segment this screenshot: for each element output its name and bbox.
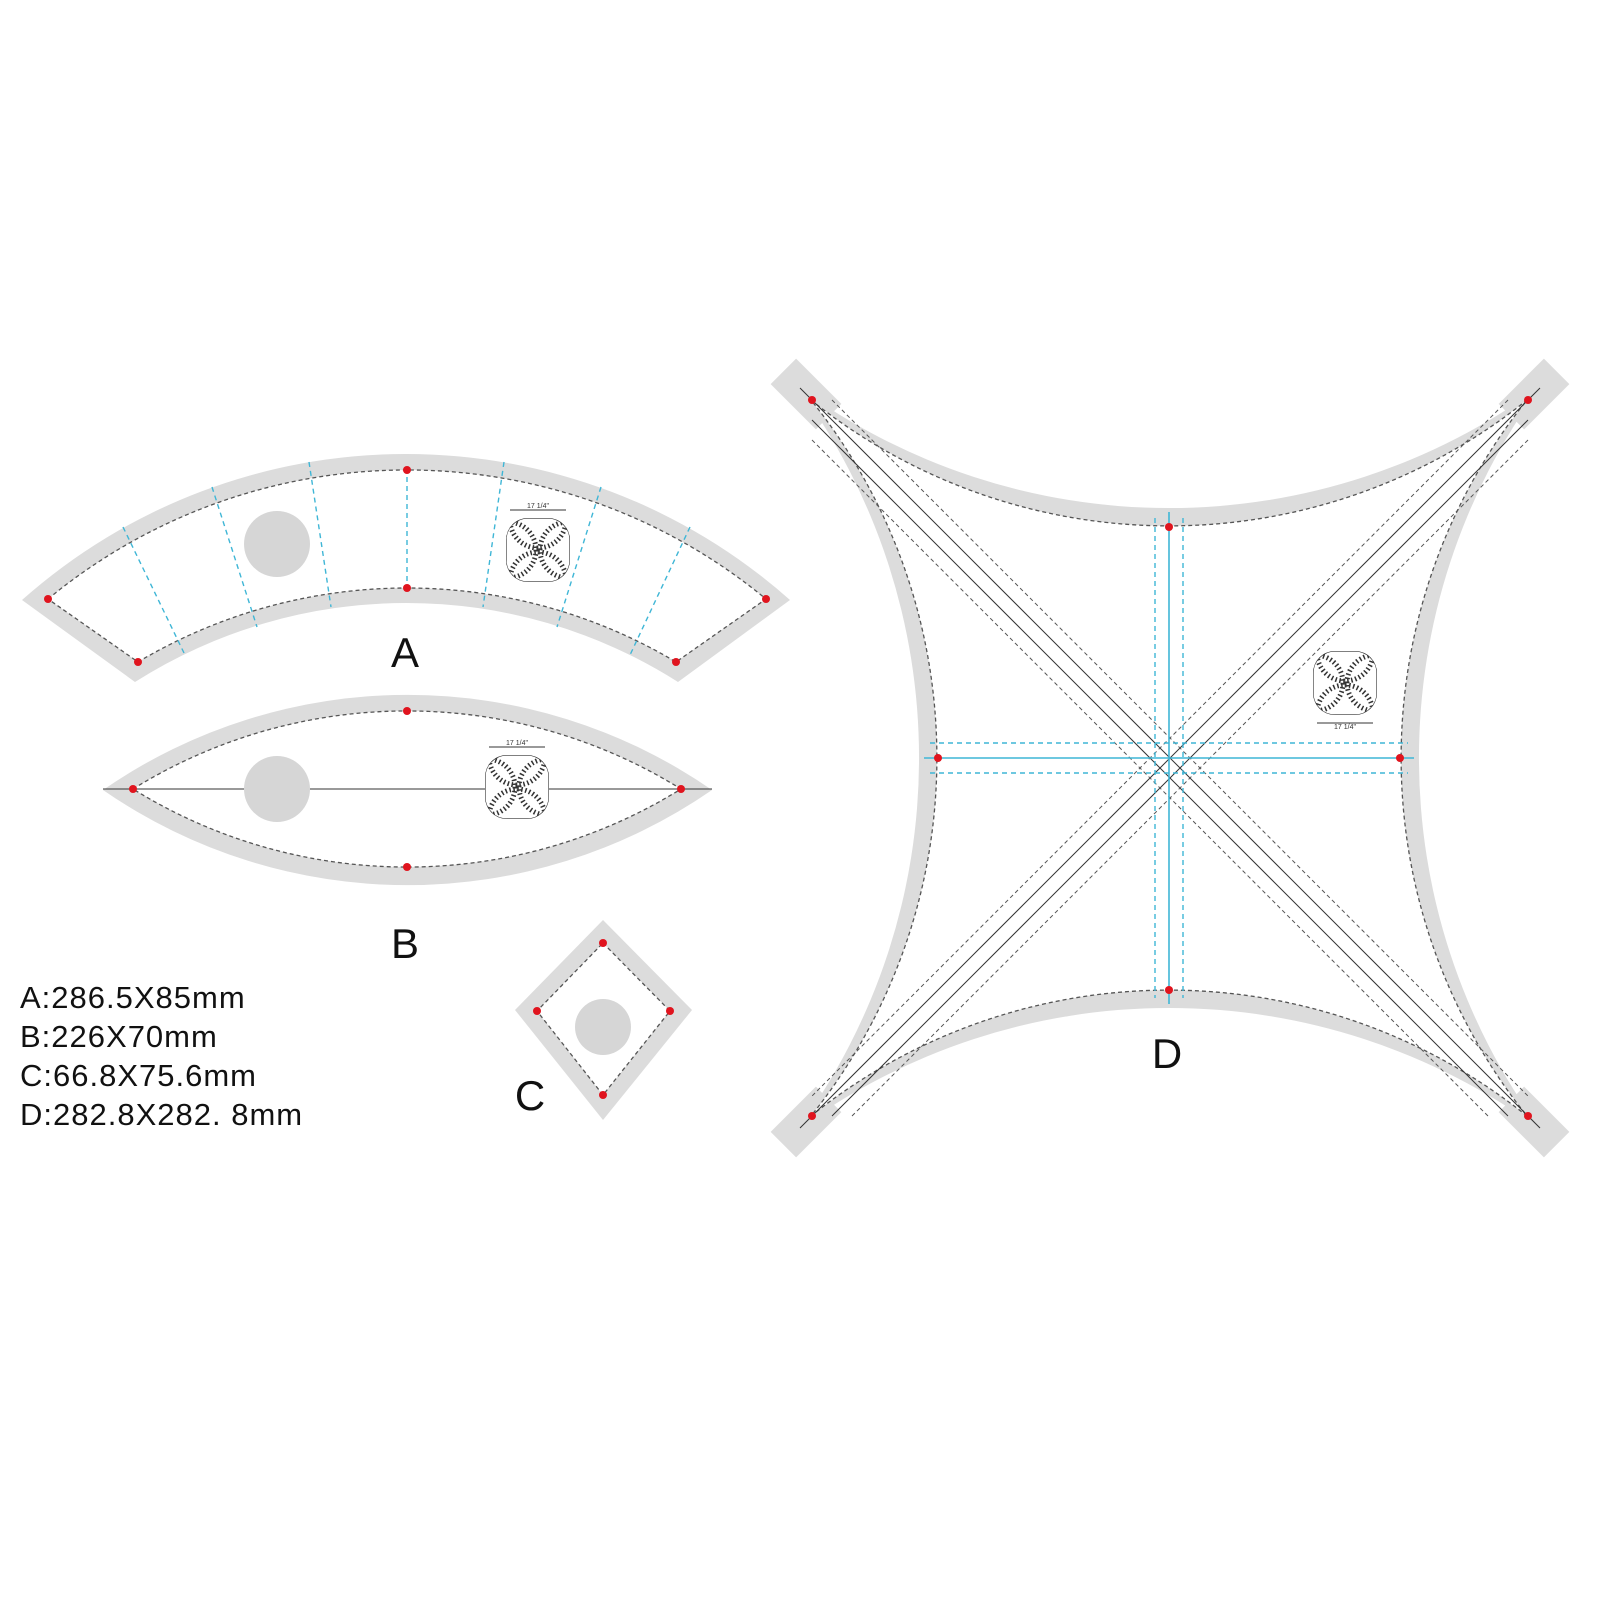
finger-hole: [244, 756, 310, 822]
finger-hole: [244, 511, 310, 577]
svg-text:17 1/4": 17 1/4": [527, 503, 549, 510]
dimension-d: D:282.8X282. 8mm: [20, 1097, 304, 1132]
template-a: 17 1/4" A: [22, 454, 790, 682]
svg-text:17 1/4": 17 1/4": [1334, 724, 1356, 731]
dimension-list: A:286.5X85mm B:226X70mm C:66.8X75.6mm D:…: [20, 978, 303, 1134]
finger-hole: [575, 999, 631, 1055]
marker-dots: [44, 466, 770, 666]
svg-text:17 1/4": 17 1/4": [506, 740, 528, 747]
dimension-a: A:286.5X85mm: [20, 980, 246, 1015]
marker-dots: [129, 707, 685, 871]
label-a: A: [391, 629, 419, 676]
marker-dots: [533, 939, 674, 1099]
logo-icon: 17 1/4": [459, 740, 575, 845]
label-d: D: [1152, 1030, 1182, 1077]
template-d: 17 1/4" D: [770, 358, 1570, 1158]
guide-lines: [799, 387, 1541, 1129]
logo-icon: 17 1/4": [1287, 625, 1403, 731]
marker-dots: [808, 396, 1532, 1120]
dimension-c: C:66.8X75.6mm: [20, 1058, 257, 1093]
logo-icon: 17 1/4": [480, 503, 596, 608]
guide-lines: [122, 461, 691, 656]
label-c: C: [515, 1072, 545, 1119]
template-c: C: [515, 920, 692, 1120]
label-b: B: [391, 920, 419, 967]
dimension-b: B:226X70mm: [20, 1019, 218, 1054]
template-b: 17 1/4" B: [103, 694, 712, 967]
